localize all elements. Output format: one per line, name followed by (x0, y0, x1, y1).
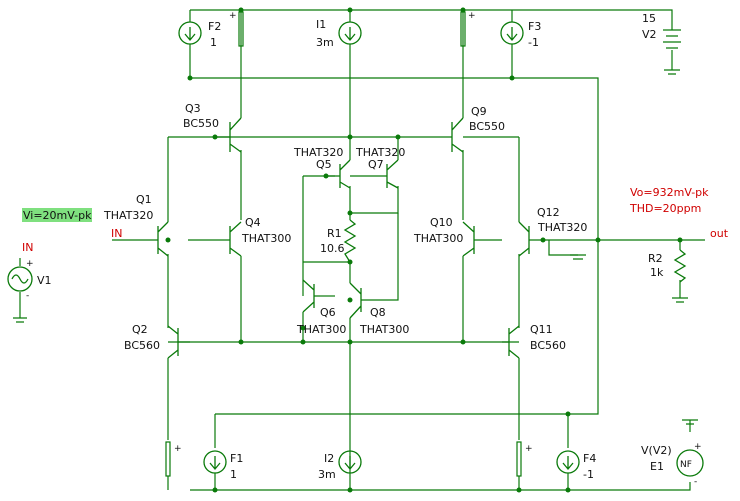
label-f2-plus: + (229, 11, 237, 21)
label-q12-name: Q12 (537, 206, 560, 219)
label-r2-name: R2 (648, 252, 663, 265)
label-q6-model: THAT300 (296, 323, 346, 336)
vi-highlight (22, 208, 92, 222)
transistor-q5 (326, 159, 351, 189)
transistor-q8 (349, 282, 369, 319)
label-f1-name: F1 (230, 452, 243, 465)
nf-source-e1 (676, 419, 704, 477)
label-q3-name: Q3 (185, 102, 201, 115)
net-label-in-v1: IN (22, 241, 33, 254)
label-vo: Vo=932mV-pk (630, 186, 709, 199)
label-q2-name: Q2 (132, 323, 148, 336)
label-q2-model: BC560 (124, 339, 160, 352)
label-q11-name: Q11 (530, 323, 553, 336)
label-e1-value: V(V2) (641, 444, 672, 457)
transistor-q7 (350, 159, 399, 189)
net-label-out: out (710, 227, 729, 240)
label-v2-name: V2 (642, 28, 657, 41)
label-i2-value: 3m (318, 468, 336, 481)
label-q7-model: THAT320 (355, 146, 405, 159)
transistor-q1 (152, 221, 169, 257)
label-q12-model: THAT320 (537, 221, 587, 234)
label-f1-plus: + (174, 444, 182, 454)
label-q4-model: THAT300 (241, 232, 291, 245)
current-source-f2 (178, 21, 202, 45)
current-source-f4 (556, 450, 580, 490)
label-f2-name: F2 (208, 20, 221, 33)
label-r2-value: 1k (650, 266, 664, 279)
label-e1-minus: - (694, 477, 697, 487)
label-v1-name: V1 (37, 274, 52, 287)
current-source-i2 (338, 450, 362, 474)
sense-element-f2 (238, 11, 244, 47)
label-r1-name: R1 (327, 227, 342, 240)
label-f3-name: F3 (528, 20, 541, 33)
label-i1-value: 3m (316, 36, 334, 49)
label-q3-model: BC550 (183, 117, 219, 130)
label-q7-name: Q7 (368, 158, 384, 171)
sine-source-v1 (7, 266, 33, 323)
transistor-q9 (442, 117, 464, 153)
label-f4-plus: + (525, 444, 533, 454)
label-q1-name: Q1 (136, 193, 152, 206)
label-q8-name: Q8 (370, 306, 386, 319)
transistor-q3 (215, 117, 242, 153)
current-source-i1 (338, 21, 362, 45)
transistor-q10 (462, 221, 480, 257)
label-i1-name: I1 (316, 18, 326, 31)
transistor-q4 (224, 221, 242, 257)
transistor-q6 (302, 279, 320, 313)
label-thd: THD=20ppm (629, 202, 701, 215)
transistor-q2 (167, 325, 190, 359)
label-f4-name: F4 (583, 452, 596, 465)
label-vi: Vi=20mV-pk (23, 209, 92, 222)
net-label-in-q1: IN (111, 227, 122, 240)
label-f3-plus: + (468, 11, 476, 21)
label-q10-model: THAT300 (413, 232, 463, 245)
label-q5-model: THAT320 (293, 146, 343, 159)
label-f4-value: -1 (583, 468, 594, 481)
label-q11-model: BC560 (530, 339, 566, 352)
label-q9-name: Q9 (471, 105, 487, 118)
current-source-f3 (500, 21, 524, 45)
sense-element-f3 (460, 11, 466, 47)
junctions (165, 7, 683, 493)
label-i2-name: I2 (324, 452, 334, 465)
label-v2-value: 15 (642, 12, 656, 25)
label-e1-name: E1 (650, 460, 664, 473)
label-q8-model: THAT300 (359, 323, 409, 336)
transistor-q12 (518, 221, 536, 257)
ground-q12 (570, 254, 586, 260)
label-q6-name: Q6 (320, 306, 336, 319)
transistor-q11 (502, 325, 520, 359)
label-r1-value: 10.6 (320, 242, 345, 255)
sense-element-f4 (516, 441, 522, 477)
label-e1-nf: NF (680, 460, 692, 470)
label-f2-value: 1 (210, 36, 217, 49)
label-v1-minus: - (26, 291, 29, 301)
label-q10-name: Q10 (430, 216, 453, 229)
label-q4-name: Q4 (245, 216, 261, 229)
label-q9-model: BC550 (469, 120, 505, 133)
label-q1-model: THAT320 (103, 209, 153, 222)
label-f1-value: 1 (230, 468, 237, 481)
label-e1-plus: + (694, 442, 702, 452)
label-q5-name: Q5 (316, 158, 332, 171)
resistor-r1 (343, 219, 357, 263)
current-source-f1 (203, 450, 227, 490)
battery-v2 (663, 29, 681, 75)
wires (19, 9, 705, 491)
label-v1-plus: + (26, 259, 34, 269)
sense-element-f1 (165, 441, 171, 477)
label-f3-value: -1 (528, 36, 539, 49)
resistor-r2 (672, 249, 688, 303)
